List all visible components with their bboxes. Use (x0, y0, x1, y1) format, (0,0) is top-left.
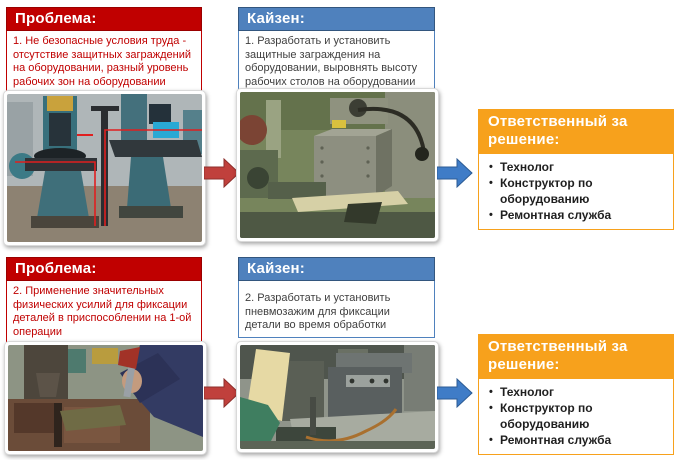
photo-kaizen-1-image (240, 92, 435, 238)
red-arrow-icon-2 (204, 378, 240, 408)
photo-problem-1-image (7, 94, 202, 242)
responsible-2-item: Конструктор по оборудованию (485, 400, 667, 432)
responsible-1-title: Ответственный за решение: (478, 109, 674, 154)
responsible-1-item: Конструктор по оборудованию (485, 175, 667, 207)
kaizen-1-text: 1. Разработать и установить защитные заг… (238, 31, 435, 94)
problem-1-text: 1. Не безопасные условия труда - отсутст… (6, 31, 202, 94)
responsible-box-2: Ответственный за решение: Технолог Конст… (478, 334, 674, 455)
photo-kaizen-2 (236, 341, 439, 453)
photo-kaizen-1 (236, 88, 439, 242)
kaizen-2-title: Кайзен: (238, 257, 435, 281)
kaizen-box-2: Кайзен: 2. Разработать и установить пнев… (238, 257, 435, 338)
responsible-1-item: Технолог (485, 159, 667, 175)
responsible-box-1: Ответственный за решение: Технолог Конст… (478, 109, 674, 230)
red-arrow-icon-1 (204, 158, 240, 188)
kaizen-2-text: 2. Разработать и установить пневмозажим … (238, 281, 435, 338)
problem-2-title: Проблема: (6, 257, 202, 281)
responsible-1-list: Технолог Конструктор по оборудованию Рем… (478, 154, 674, 230)
responsible-2-item: Ремонтная служба (485, 432, 667, 448)
problem-box-1: Проблема: 1. Не безопасные условия труда… (6, 7, 202, 94)
photo-problem-2 (4, 341, 207, 455)
photo-problem-2-image (8, 345, 203, 451)
blue-arrow-icon-1 (437, 158, 473, 188)
responsible-1-item: Ремонтная служба (485, 207, 667, 223)
blue-arrow-icon-2 (437, 378, 473, 408)
responsible-2-title: Ответственный за решение: (478, 334, 674, 379)
kaizen-1-title: Кайзен: (238, 7, 435, 31)
problem-1-title: Проблема: (6, 7, 202, 31)
photo-kaizen-2-image (240, 345, 435, 449)
responsible-2-list: Технолог Конструктор по оборудованию Рем… (478, 379, 674, 455)
photo-problem-1 (3, 90, 206, 246)
problem-box-2: Проблема: 2. Применение значительных физ… (6, 257, 202, 344)
responsible-2-item: Технолог (485, 384, 667, 400)
kaizen-box-1: Кайзен: 1. Разработать и установить защи… (238, 7, 435, 94)
problem-2-text: 2. Применение значительных физических ус… (6, 281, 202, 344)
